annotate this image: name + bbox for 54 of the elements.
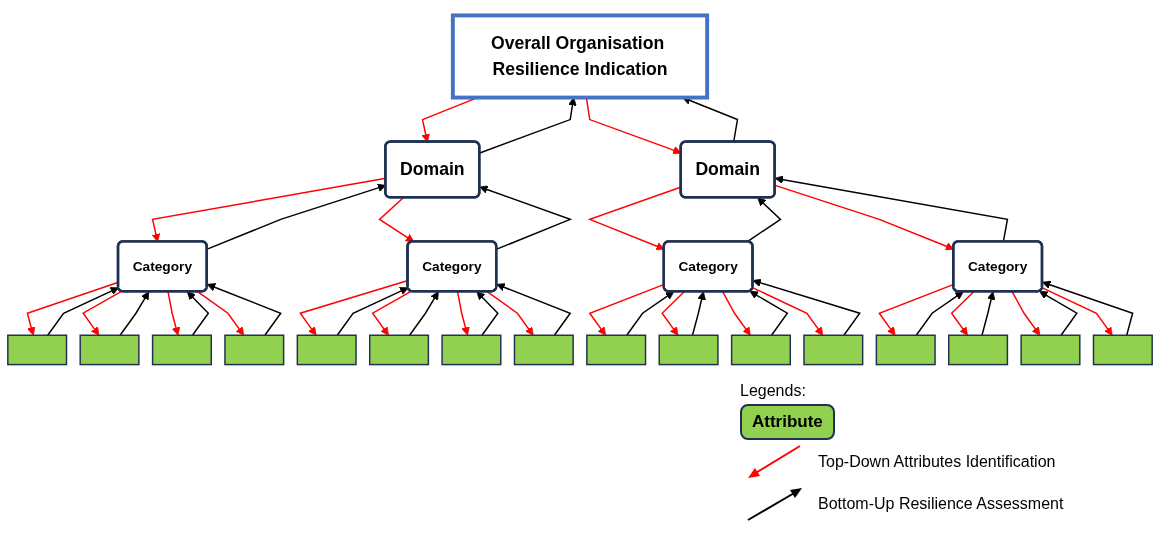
arrow [408, 291, 439, 336]
node-box [151, 334, 212, 366]
arrow [691, 291, 706, 336]
arrow [299, 279, 409, 336]
node-box [948, 334, 1009, 366]
node-box: Overall Organisation Resilience Indication [450, 13, 710, 100]
arrow [167, 291, 181, 336]
node-box [875, 334, 936, 366]
node-box [441, 334, 502, 366]
arrow [496, 283, 572, 336]
arrow [1011, 291, 1041, 336]
arrow [378, 197, 415, 243]
arrow [915, 291, 964, 336]
arrow [981, 291, 996, 336]
arrow [119, 291, 150, 336]
legend-text: Top-Down Attributes Identification [818, 453, 1056, 471]
node-box [79, 334, 140, 366]
node-box [296, 334, 357, 366]
arrow [371, 290, 412, 336]
legend-text: Bottom-Up Resilience Assessment [818, 495, 1064, 513]
node-box [224, 334, 285, 366]
arrow [26, 281, 120, 336]
arrow [1039, 290, 1078, 336]
node-box [803, 334, 864, 366]
arrow [749, 290, 789, 336]
node-box [7, 334, 68, 366]
node-box [586, 334, 647, 366]
node-box [1020, 334, 1081, 366]
arrow [626, 291, 675, 336]
arrow [206, 283, 282, 336]
node-box [513, 334, 574, 366]
arrow [186, 291, 210, 336]
arrow [752, 278, 861, 336]
arrow [479, 97, 577, 154]
arrow [82, 290, 123, 336]
node-box [658, 334, 719, 366]
arrow [950, 291, 975, 336]
node-box [730, 334, 792, 366]
arrow [752, 287, 824, 336]
node-box [1092, 334, 1153, 366]
arrow [661, 291, 685, 336]
arrow [721, 291, 751, 336]
arrow [479, 185, 573, 250]
arrow [47, 287, 119, 336]
arrow [336, 287, 409, 336]
arrow [486, 291, 534, 336]
arrow [196, 291, 245, 336]
legend-swatch: Attribute [740, 404, 835, 440]
node-box [368, 334, 430, 366]
arrow [1042, 280, 1134, 336]
arrow [1041, 287, 1113, 336]
arrow [456, 291, 470, 336]
legend-heading: Legends: [740, 382, 806, 400]
arrow [476, 291, 499, 336]
